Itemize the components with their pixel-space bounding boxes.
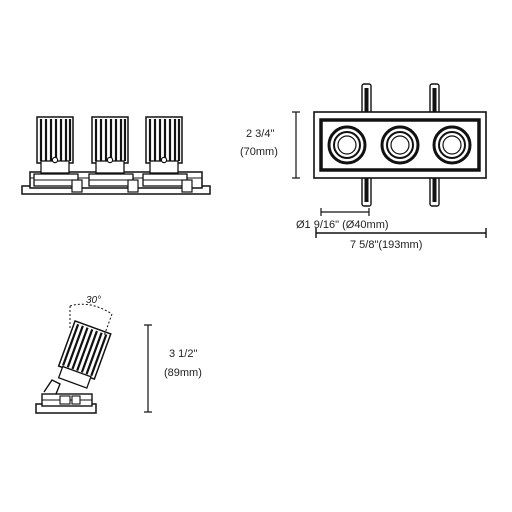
top-view-spring-clip — [361, 83, 440, 115]
front-view-module-3 — [142, 116, 188, 187]
side-view: 30° 3 1/2" (89mm) — [35, 295, 202, 414]
top-view-spring-clip — [361, 175, 440, 207]
top-view-aperture-1 — [327, 125, 367, 165]
depth-dimension: 3 1/2" (89mm) — [144, 324, 202, 413]
front-view-module-2 — [88, 116, 134, 187]
front-view — [21, 116, 211, 195]
length-label: 7 5/8"(193mm) — [350, 239, 422, 251]
side-view-tilted-module — [57, 319, 112, 389]
diameter-dimension: Ø1 9/16" (Ø40mm) — [296, 208, 389, 231]
top-view: 2 3/4" (70mm) Ø1 9/16" (Ø40mm) 7 5/8"(19… — [240, 83, 487, 251]
tilt-angle-indicator: 30° — [69, 295, 113, 337]
depth-imperial-label: 3 1/2" — [169, 348, 197, 360]
height-dimension: 2 3/4" (70mm) — [240, 111, 300, 179]
height-metric-label: (70mm) — [240, 146, 278, 158]
top-view-aperture-3 — [432, 125, 472, 165]
depth-metric-label: (89mm) — [164, 367, 202, 379]
tilt-angle-label: 30° — [86, 295, 101, 306]
diameter-label: Ø1 9/16" (Ø40mm) — [296, 219, 389, 231]
top-view-aperture-2 — [380, 125, 420, 165]
length-dimension: 7 5/8"(193mm) — [315, 228, 487, 251]
front-view-module-1 — [33, 116, 79, 187]
height-imperial-label: 2 3/4" — [246, 128, 274, 140]
